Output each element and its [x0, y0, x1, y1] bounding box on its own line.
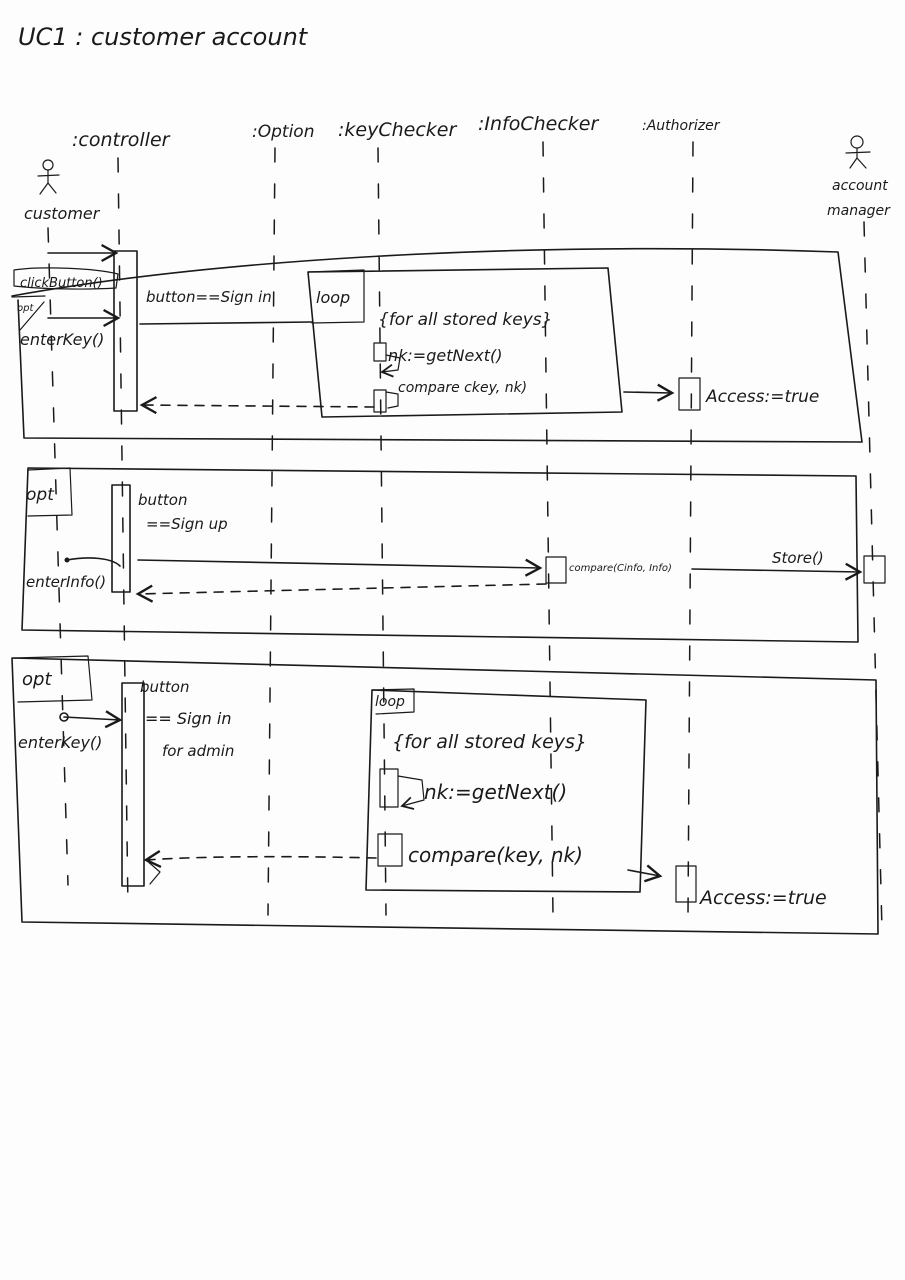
msg-enterinfo-arrow — [66, 557, 121, 567]
controller-activation-3 — [121, 682, 145, 887]
loop-box-3 — [365, 689, 647, 893]
actor-manager-label-line1: account — [832, 178, 888, 194]
loop1-guard: {for all stored keys} — [378, 310, 552, 330]
authorizer-activation-1 — [678, 377, 701, 411]
msg-compare-1: compare ckey, nk) — [398, 380, 527, 396]
keychecker-activation-3b — [377, 833, 403, 867]
loop-box-1 — [307, 267, 623, 418]
frame3-guard-line3: for admin — [162, 742, 234, 760]
msg-to-infochecker — [137, 558, 543, 577]
msg-to-authorizer-3 — [627, 864, 663, 883]
keychecker-activation-3a — [379, 768, 399, 808]
authorizer-activation-3 — [675, 865, 697, 903]
participant-authorizer: :Authorizer — [642, 118, 721, 134]
msg-getnext-1: nk:=getNext() — [388, 346, 503, 365]
loop3-label: loop — [375, 694, 405, 710]
self-arrow-3a — [397, 775, 425, 810]
lifeline-controller — [117, 157, 129, 911]
msg-getnext-3: nk:=getNext() — [424, 780, 567, 804]
lifeline-manager — [863, 221, 883, 931]
frame1-operator-label: opt — [17, 303, 34, 314]
msg-store-label: Store() — [772, 549, 824, 567]
frame2-guard-line2: ==Sign up — [146, 515, 228, 533]
lifeline-keychecker — [377, 147, 387, 916]
msg-enterinfo-label: enterInfo() — [26, 573, 106, 591]
msg-store-arrow — [691, 562, 863, 581]
access-true-3: Access:=true — [698, 887, 827, 909]
frame3-guard-line2: == Sign in — [145, 709, 231, 728]
lifeline-customer — [47, 227, 69, 886]
loop1-label: loop — [316, 288, 350, 307]
frame3-operator-label: opt — [22, 669, 52, 690]
frame2-guard-line1: button — [138, 491, 187, 509]
controller-activation-1 — [113, 250, 138, 412]
return-arrow-3 — [143, 849, 377, 869]
lifelines — [47, 141, 883, 931]
access-true-1: Access:=true — [705, 387, 819, 407]
msg-compare-info: compare(Cinfo, Info) — [569, 563, 672, 574]
msg-enterkey3-arrow — [63, 710, 123, 729]
msg-compare-3: compare(key, nk) — [408, 843, 583, 867]
lifeline-authorizer — [687, 141, 694, 916]
self-arrow-1a — [380, 354, 401, 378]
frame3-guard-line1: button — [140, 678, 189, 696]
frame2-operator-label: opt — [26, 485, 55, 505]
return-arrow-3-tail — [145, 859, 161, 885]
account-manager-actor-icon — [845, 135, 871, 169]
actor-customer-label: customer — [24, 204, 101, 223]
infochecker-activation — [545, 556, 567, 584]
participant-option: :Option — [252, 122, 314, 142]
frame-opt-3 — [11, 655, 879, 935]
participant-infochecker: :InfoChecker — [478, 113, 599, 135]
keychecker-activation-1a — [373, 342, 387, 362]
msg-enterkey-label: enterKey() — [20, 330, 104, 349]
return-arrow-2 — [135, 583, 547, 603]
self-arrow-1b — [385, 391, 399, 409]
msg-click-button-scribble — [13, 267, 119, 290]
participant-keychecker: :keyChecker — [338, 119, 457, 141]
actor-manager-label-line2: manager — [827, 203, 891, 219]
msg-to-loop-line — [139, 321, 313, 325]
frame1-guard: button==Sign in — [146, 288, 272, 306]
loop-tag-3 — [371, 688, 415, 715]
msg-to-authorizer-1 — [623, 383, 675, 402]
msg-click-button-label: clickButton() — [20, 276, 103, 291]
keychecker-activation-1b — [373, 389, 387, 413]
manager-activation — [863, 555, 886, 584]
msg-enterkey3-label: enterKey() — [18, 733, 102, 752]
return-arrow-1 — [139, 396, 375, 415]
controller-activation-2 — [111, 484, 131, 593]
diagram-title: UC1 : customer account — [18, 23, 309, 51]
customer-actor-icon — [37, 159, 60, 195]
loop-tag-1 — [307, 269, 365, 324]
frame-opt-1 — [11, 247, 863, 443]
loop3-guard: {for all stored keys} — [392, 731, 587, 753]
participant-controller: :controller — [72, 129, 171, 151]
frame-opt-2 — [21, 467, 859, 643]
